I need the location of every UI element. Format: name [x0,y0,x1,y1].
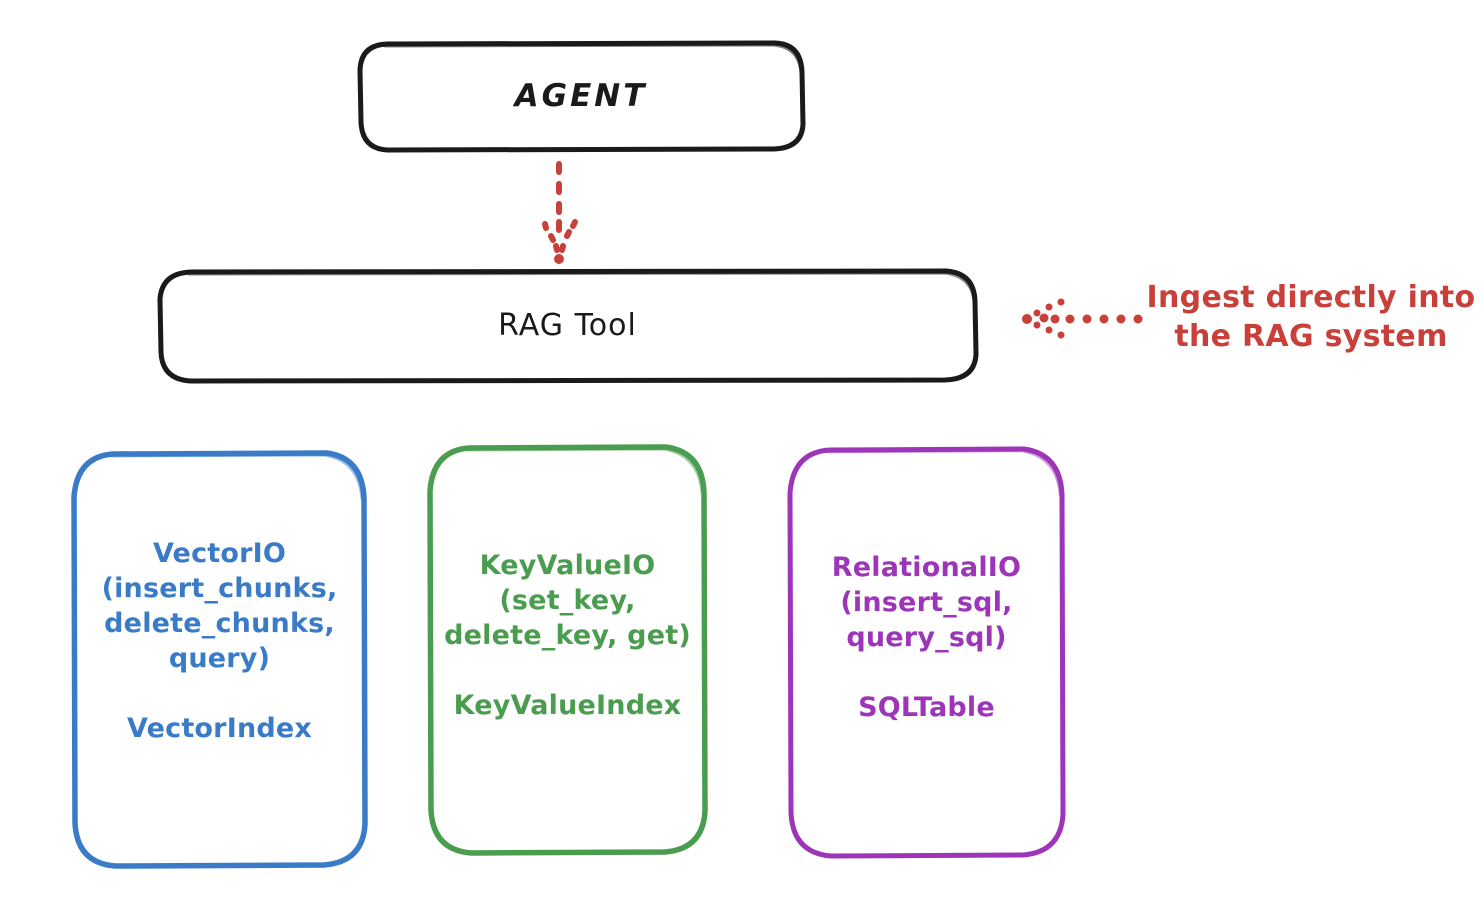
node-vector-io[interactable]: VectorIO (insert_chunks, delete_chunks, … [70,450,369,870]
node-vector-io-label: VectorIO (insert_chunks, delete_chunks, … [101,538,338,745]
node-rag-tool[interactable]: RAG Tool [157,268,979,384]
edge-ingest-arrow [1022,298,1143,339]
node-rag-tool-label: RAG Tool [498,307,637,343]
edge-agent-to-rag-tool-arrow [542,161,578,264]
node-relational-io-label: RelationalIO (insert_sql, query_sql) SQL… [831,552,1022,724]
node-key-value-io-label: KeyValueIO (set_key, delete_key, get) Ke… [444,550,691,722]
node-key-value-io[interactable]: KeyValueIO (set_key, delete_key, get) Ke… [426,444,709,857]
node-agent-label: AGENT [514,77,648,114]
annotation-ingest: Ingest directly into the RAG system [1146,280,1476,354]
node-agent[interactable]: AGENT [357,40,806,153]
node-relational-io[interactable]: RelationalIO (insert_sql, query_sql) SQL… [786,446,1067,860]
